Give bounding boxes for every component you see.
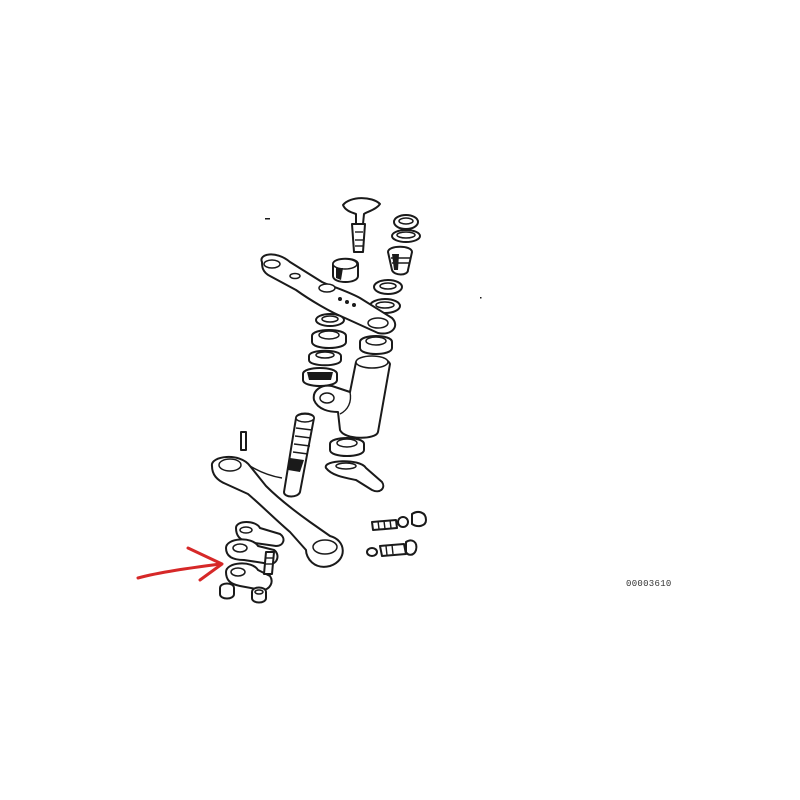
steering-stem <box>283 412 315 498</box>
stray-marks <box>265 218 482 299</box>
steering-head-tube <box>312 355 391 439</box>
upper-triple-clamp <box>260 253 397 335</box>
left-bearing-stack <box>302 313 347 387</box>
pointer-arrow <box>136 546 224 582</box>
fork-bracket-assembly <box>219 521 285 604</box>
diagram-number-label: 00003610 <box>626 579 672 589</box>
top-adjuster-bolt <box>342 197 381 253</box>
cap-nut <box>332 257 359 283</box>
clamp-bolts <box>366 511 427 557</box>
right-stack-upper <box>369 214 421 314</box>
right-bearing-cups <box>359 335 393 355</box>
lower-triple-clamp <box>211 456 344 568</box>
stem-pin <box>240 431 247 451</box>
lower-bearing <box>324 437 385 493</box>
